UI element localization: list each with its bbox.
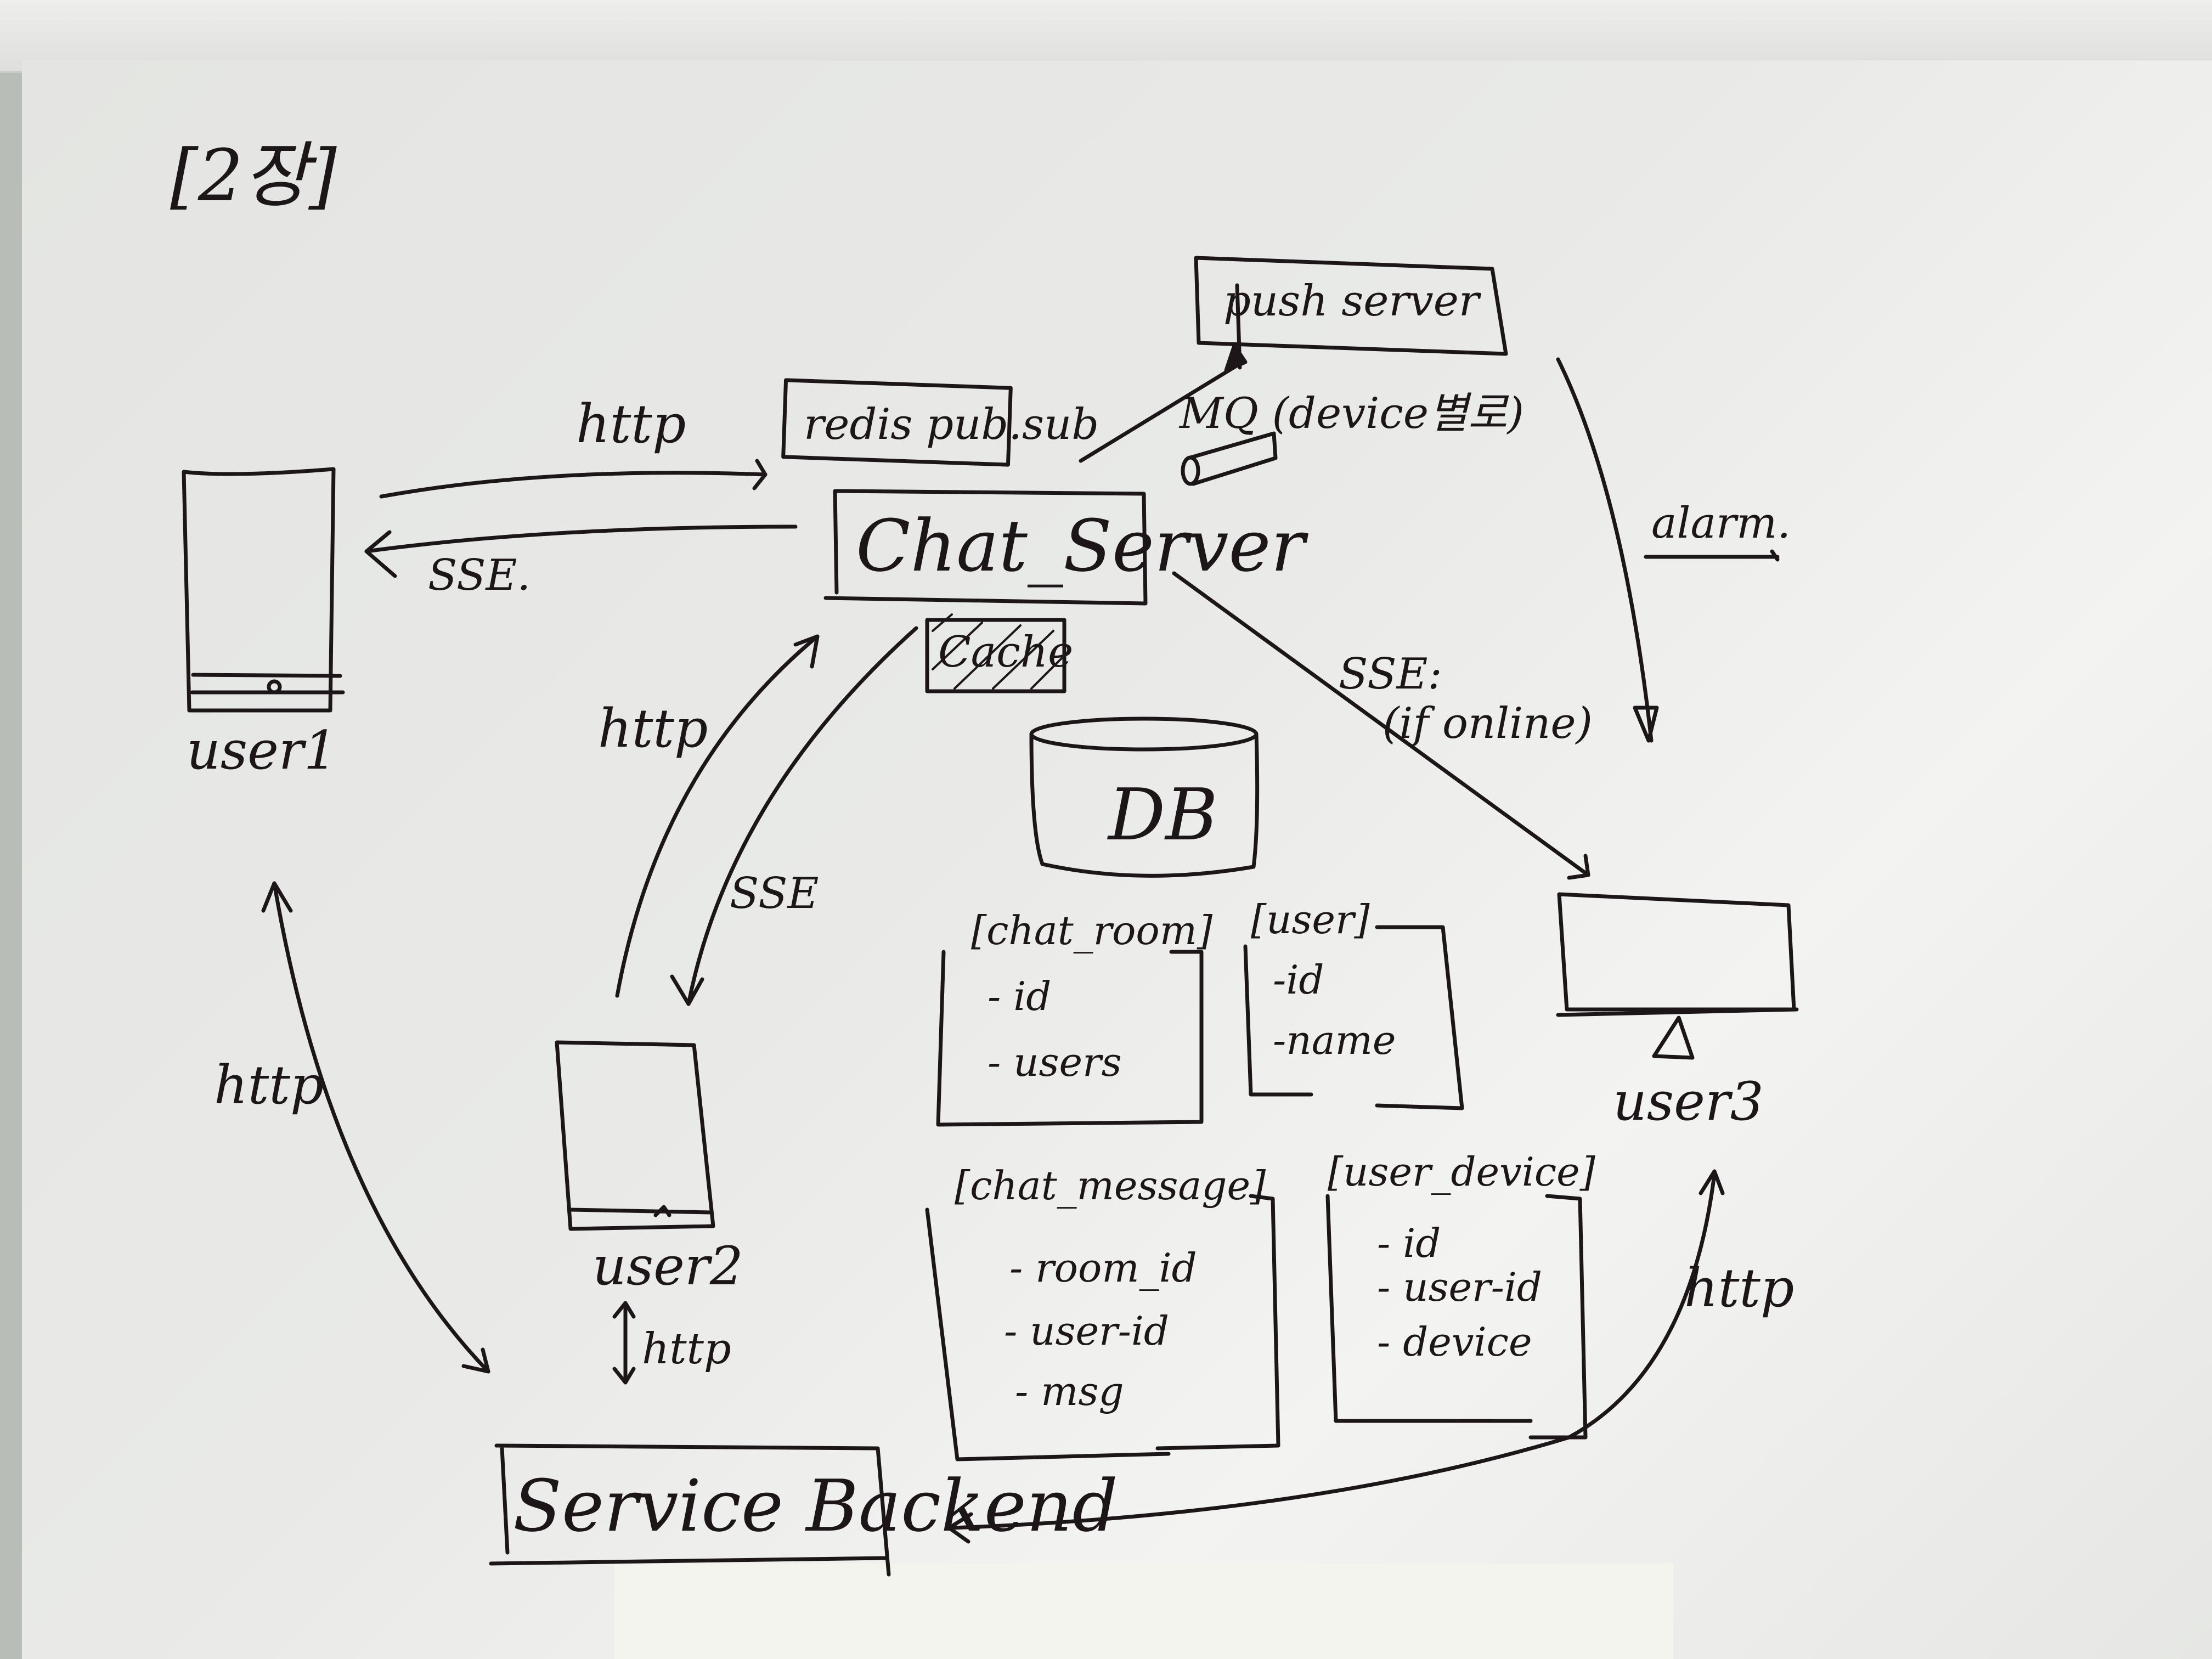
redis-label: redis pub.sub — [804, 400, 1099, 449]
table-field: -id — [1273, 957, 1324, 1003]
table-user-device-title: [user_device] — [1328, 1149, 1595, 1195]
arrow-chat-to-user2 — [670, 626, 918, 1006]
mq-label: MQ (device별로) — [1180, 389, 1524, 438]
table-chat-message-title: [chat_message] — [955, 1163, 1266, 1209]
arrow-push-to-user3 — [1556, 357, 1659, 743]
redis-box[interactable] — [781, 378, 1013, 467]
table-field: - user-id — [1004, 1308, 1170, 1354]
user2-phone-icon[interactable] — [555, 1040, 715, 1231]
table-field: - users — [988, 1039, 1122, 1085]
chapter-label: [2장] — [170, 134, 337, 217]
table-user-title: [user] — [1251, 896, 1370, 943]
edge-label-alarm: alarm. — [1651, 499, 1791, 548]
edge-note-if-online: (if online) — [1383, 699, 1593, 748]
db-cylinder-icon[interactable] — [1029, 716, 1260, 878]
arrow-user1-backend — [261, 881, 490, 1374]
table-field: - device — [1377, 1319, 1532, 1365]
table-field: - user-id — [1377, 1264, 1543, 1310]
user1-phone-icon[interactable] — [182, 467, 345, 713]
chat-server-box[interactable] — [823, 489, 1148, 606]
edge-label-user2-http: http — [598, 698, 708, 759]
table-field: - room_id — [1009, 1245, 1197, 1291]
chat-room-table-box — [936, 950, 1204, 1127]
paper-sheet — [22, 60, 2212, 1659]
edge-label-user1-sse: SSE. — [428, 551, 531, 600]
edge-label-user2-backend-http: http — [642, 1324, 731, 1374]
push-server-box[interactable] — [1194, 256, 1508, 356]
push-server-label: push server — [1223, 276, 1480, 326]
arrow-chat-to-user1 — [364, 524, 798, 578]
user-device-table-box — [1325, 1194, 1588, 1440]
service-backend-box[interactable] — [489, 1443, 891, 1577]
service-backend-label: Service Backend — [513, 1464, 1118, 1548]
paper-strip — [614, 1564, 1673, 1659]
push-internal-line — [1235, 283, 1242, 370]
edge-label-user1-backend-http: http — [214, 1054, 324, 1116]
edge-label-user2-sse: SSE — [730, 869, 819, 918]
arrow-user3-backend — [947, 1169, 1725, 1544]
user-table-box — [1243, 925, 1464, 1110]
arrow-user1-to-chat — [379, 459, 768, 499]
edge-label-user3-backend-http: http — [1684, 1257, 1795, 1319]
chat-message-table-box — [925, 1194, 1280, 1462]
db-label: DB — [1108, 773, 1218, 856]
table-field: - msg — [1015, 1368, 1124, 1414]
user1-label: user1 — [187, 720, 337, 781]
cache-box[interactable] — [925, 613, 1066, 693]
arrow-user2-backend — [612, 1301, 636, 1385]
arrow-chat-to-user3 — [1172, 571, 1590, 880]
user3-label: user3 — [1613, 1071, 1764, 1132]
mq-cylinder-icon[interactable] — [1181, 431, 1278, 486]
user2-label: user2 — [592, 1235, 743, 1297]
table-chat-room-title: [chat_room] — [971, 907, 1213, 953]
table-field: -name — [1273, 1017, 1396, 1063]
chat-server-label: Chat_Server — [856, 504, 1305, 588]
table-field: - id — [988, 973, 1052, 1019]
user3-monitor-icon[interactable] — [1556, 892, 1799, 1060]
edge-label-user3-sse: SSE: — [1339, 650, 1442, 699]
cache-label: Cache — [938, 628, 1074, 677]
edge-label-user1-http: http — [576, 393, 686, 455]
table-field: - id — [1377, 1220, 1441, 1266]
alarm-underline-arrow — [1644, 549, 1780, 562]
arrow-user2-to-chat — [615, 634, 820, 998]
